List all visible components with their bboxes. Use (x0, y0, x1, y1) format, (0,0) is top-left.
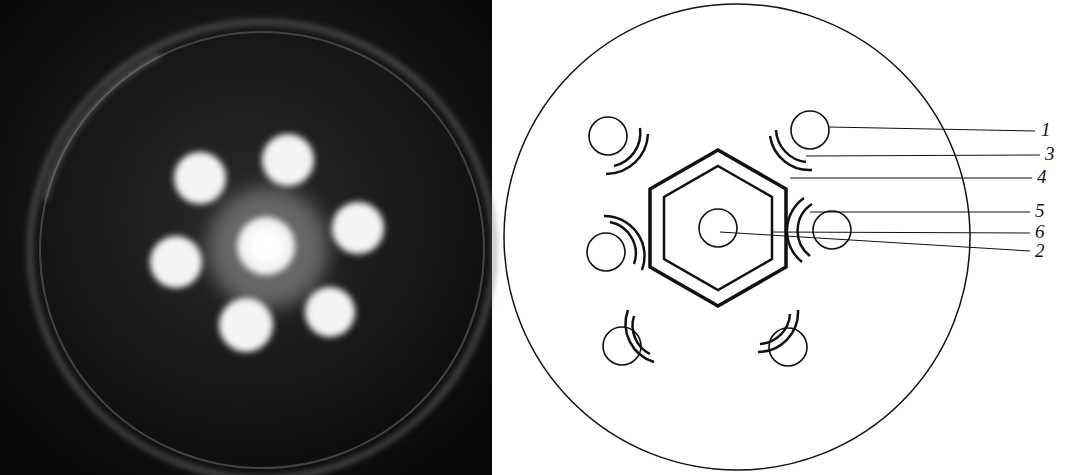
callout-number: 5 (1034, 201, 1046, 220)
callout-number: 3 (1044, 144, 1056, 163)
callout-number: 6 (1034, 222, 1046, 241)
callout-number: 4 (1036, 167, 1048, 186)
callout-number: 2 (1034, 241, 1046, 260)
leader-lines (720, 127, 1040, 251)
callout-number: 1 (1040, 120, 1052, 139)
petri-dish-photo (0, 0, 494, 475)
schematic (504, 4, 1040, 470)
